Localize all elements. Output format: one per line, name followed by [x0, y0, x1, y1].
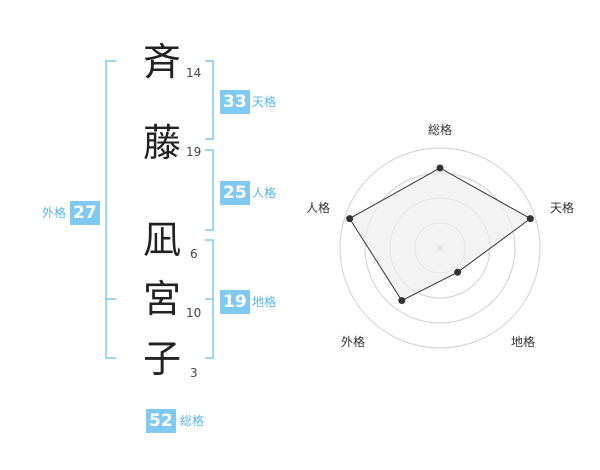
stroke-count-3: 6	[190, 247, 198, 261]
name-char-2: 藤	[142, 121, 181, 165]
tenkaku-label: 天格	[252, 95, 277, 109]
radar-point-5	[346, 215, 354, 223]
radar-label-gaikaku: 外格	[341, 335, 366, 349]
gaikaku-label: 外格	[42, 206, 67, 220]
jinkaku-bracket	[205, 149, 214, 231]
stroke-count-4: 10	[186, 306, 202, 320]
name-char-1: 斉	[142, 40, 181, 84]
radar-polygon	[348, 167, 532, 302]
radar-chart	[339, 147, 541, 349]
stroke-count-5: 3	[190, 366, 198, 380]
radar-label-chikaku: 地格	[511, 335, 536, 349]
name-char-3: 凪	[142, 218, 181, 262]
radar-point-1	[436, 164, 444, 172]
stroke-count-1: 14	[186, 66, 202, 80]
tenkaku-bracket	[205, 60, 214, 140]
radar-label-soukaku: 総格	[428, 123, 453, 137]
radar-label-tenkaku: 天格	[550, 201, 575, 215]
radar-ring-1	[339, 147, 541, 349]
chikaku-value: 19	[220, 290, 250, 314]
radar-label-jinkaku: 人格	[306, 201, 331, 215]
gaikaku-bracket	[105, 60, 116, 359]
jinkaku-value: 25	[220, 181, 250, 205]
jinkaku-label: 人格	[252, 186, 277, 200]
tenkaku-value: 33	[220, 90, 250, 114]
bracket-lines	[105, 60, 214, 359]
soukaku-value: 52	[146, 409, 176, 433]
name-char-5: 子	[142, 337, 181, 381]
chikaku-label: 地格	[252, 295, 277, 309]
radar-point-3	[454, 268, 462, 276]
name-char-4: 宮	[142, 277, 181, 321]
radar-point-2	[526, 215, 534, 223]
gaikaku-value: 27	[70, 201, 100, 225]
radar-point-4	[398, 297, 406, 305]
soukaku-label: 総格	[180, 414, 205, 428]
stroke-count-2: 19	[186, 145, 202, 159]
